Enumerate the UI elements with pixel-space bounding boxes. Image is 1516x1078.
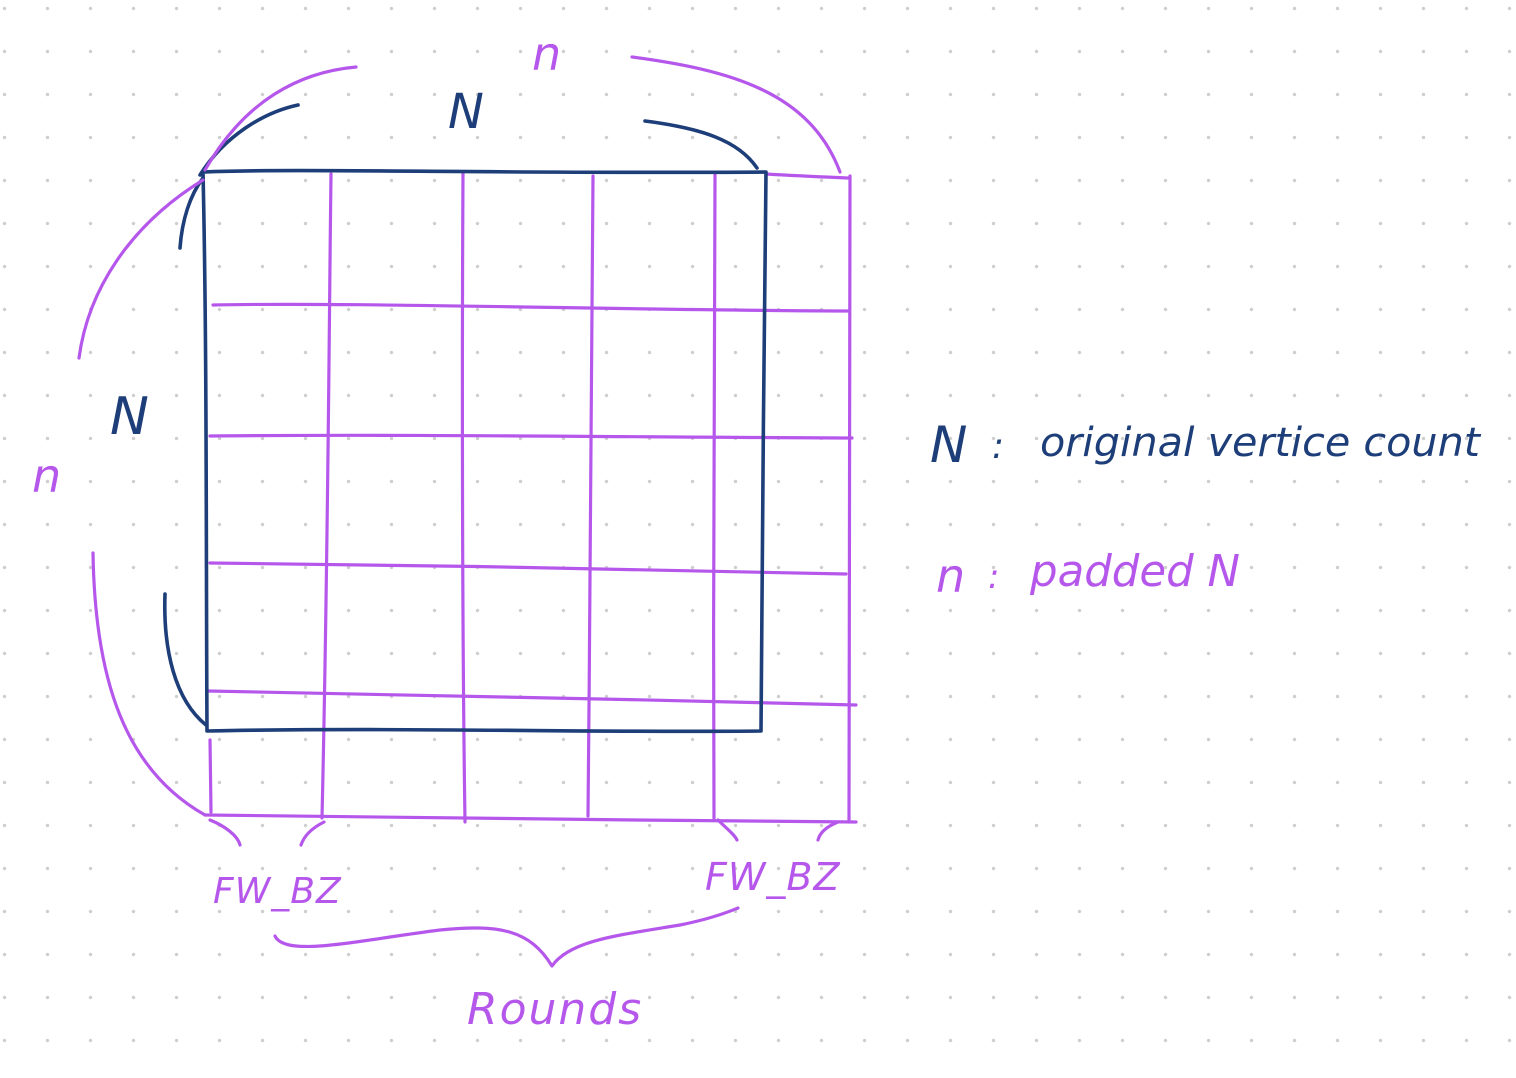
block-left-brace [299,820,326,847]
block-right-brace [816,820,840,842]
padded-grid-line [208,738,213,814]
left-outer-label: n [32,449,61,503]
padded-grid-line [208,561,848,576]
legend-original-symbol: N [930,416,967,474]
block-left-brace [208,818,242,847]
legend-padded-symbol: n [936,549,965,603]
padded-grid-line [208,433,854,440]
padded-grid-line [320,172,333,820]
legend: N : original vertice count n : padded N [930,416,1481,603]
rounds-label: Rounds [467,984,643,1035]
legend-original-separator: : [992,426,1004,467]
dimension-braces [77,55,842,968]
legend-padded-text: padded N [1029,546,1240,597]
left-inner-brace [162,592,208,727]
block-right-label: FW_BZ [705,855,841,899]
left-inner-label: N [110,387,149,447]
top-outer-label: n [532,27,561,81]
padded-grid [203,170,858,824]
block-right-brace [716,818,739,842]
top-inner-brace [643,119,759,170]
padded-grid-line [206,689,858,707]
legend-padded-separator: : [988,557,999,597]
top-outer-brace [203,65,358,172]
block-left-label: FW_BZ [213,871,342,912]
padded-grid-line [711,173,717,820]
top-inner-label: N [448,84,484,140]
left-outer-brace [91,551,207,817]
left-outer-brace [77,178,205,360]
dimension-labels: n N N n FW_BZ FW_BZ Rounds [32,27,841,1035]
padded-grid-line [847,174,852,824]
top-outer-brace [630,55,842,174]
rounds-brace [273,906,740,968]
legend-original-text: original vertice count [1040,420,1481,466]
padded-grid-line [764,172,850,180]
padded-grid-line [586,174,595,818]
original-matrix-border [201,168,768,734]
legend-original: N : original vertice count [930,416,1481,474]
padded-grid-line [460,170,467,824]
legend-padded: n : padded N [936,546,1240,603]
padded-grid-line [203,813,858,824]
padded-grid-line [211,302,850,313]
